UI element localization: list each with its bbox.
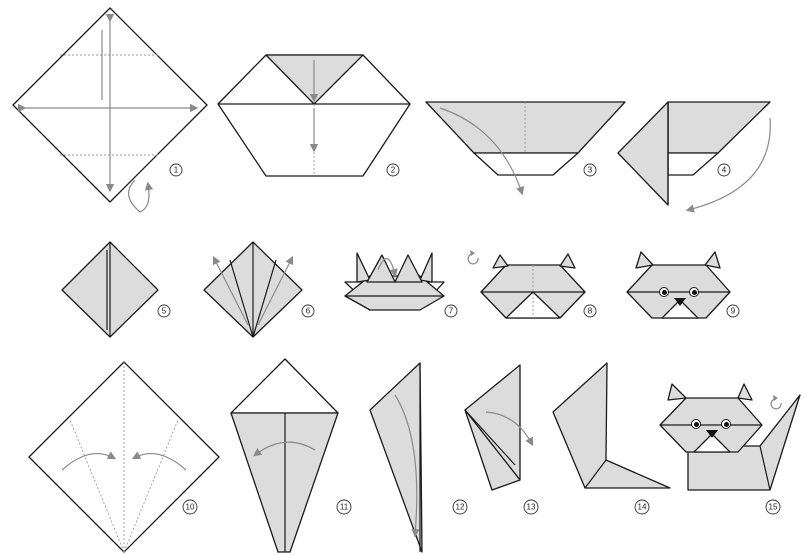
step-number-7: 7 xyxy=(445,305,457,317)
svg-text:11: 11 xyxy=(340,503,349,512)
step-15-finished-cat xyxy=(660,384,800,490)
step-number-1: 1 xyxy=(170,164,182,176)
svg-text:12: 12 xyxy=(456,503,465,512)
step-number-12: 12 xyxy=(453,500,467,514)
step-4-side-flap xyxy=(618,102,770,210)
step-2-top-folded-down xyxy=(218,55,410,176)
step-number-14: 14 xyxy=(635,500,649,514)
step-number-4: 4 xyxy=(718,164,730,176)
step-number-6: 6 xyxy=(302,305,314,317)
step-number-5: 5 xyxy=(158,305,170,317)
svg-text:3: 3 xyxy=(588,166,593,175)
svg-text:14: 14 xyxy=(638,503,647,512)
step-13-tail-fold xyxy=(465,365,532,490)
step-11-kite-grey xyxy=(231,359,338,552)
step-7-ears-up xyxy=(345,253,444,310)
svg-text:1: 1 xyxy=(174,166,179,175)
svg-text:7: 7 xyxy=(449,307,454,316)
svg-text:6: 6 xyxy=(306,307,311,316)
svg-text:9: 9 xyxy=(731,307,736,316)
step-14-body-shape xyxy=(553,363,670,488)
svg-text:15: 15 xyxy=(769,503,778,512)
rotate-icon xyxy=(771,395,781,409)
step-1-square-diamond xyxy=(13,8,207,212)
step-number-3: 3 xyxy=(584,164,596,176)
step-number-10: 10 xyxy=(183,500,197,514)
step-number-8: 8 xyxy=(584,305,596,317)
step-number-9: 9 xyxy=(727,305,739,317)
svg-text:8: 8 xyxy=(588,307,593,316)
svg-text:13: 13 xyxy=(527,503,536,512)
step-number-13: 13 xyxy=(524,500,538,514)
step-8-cat-head-back xyxy=(468,250,585,318)
svg-text:5: 5 xyxy=(162,307,167,316)
step-number-2: 2 xyxy=(387,164,399,176)
rotate-icon xyxy=(468,250,478,264)
svg-text:2: 2 xyxy=(391,166,396,175)
step-number-15: 15 xyxy=(766,500,780,514)
step-9-cat-face xyxy=(627,252,730,318)
svg-text:10: 10 xyxy=(186,503,195,512)
step-6-kite-with-arrows xyxy=(204,242,302,337)
step-10-body-diamond xyxy=(29,362,219,552)
step-number-11: 11 xyxy=(337,500,351,514)
step-3-folded-triangle xyxy=(426,102,625,193)
svg-text:4: 4 xyxy=(722,166,727,175)
step-12-narrow-flap xyxy=(370,363,422,552)
step-5-kite xyxy=(62,242,158,337)
